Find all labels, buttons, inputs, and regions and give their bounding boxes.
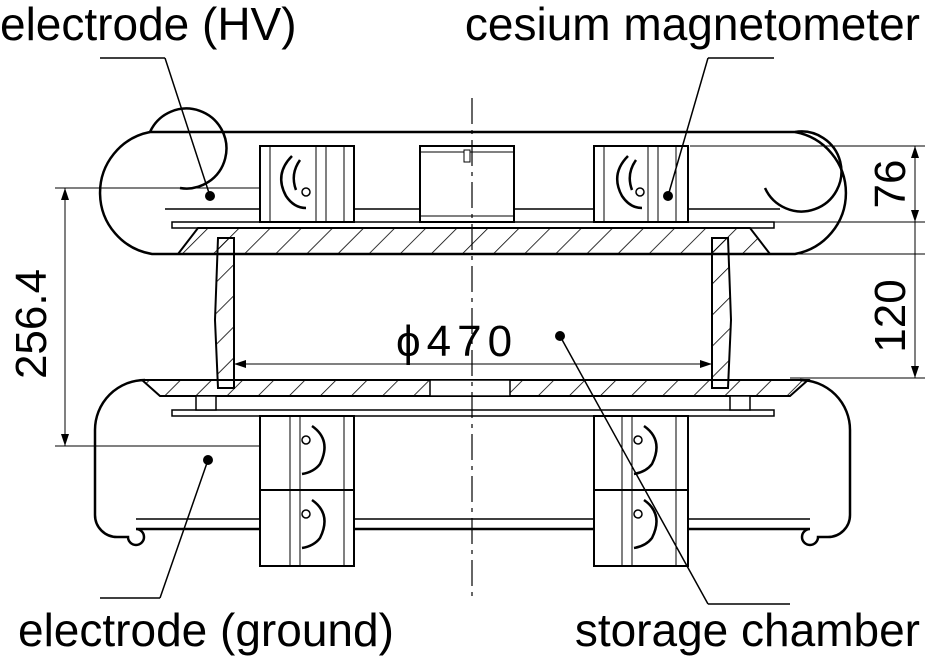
dim-label-256: 256.4 bbox=[7, 269, 56, 379]
storage-chamber bbox=[213, 237, 733, 389]
dimension-256 bbox=[55, 187, 260, 447]
leader-ground bbox=[100, 455, 213, 599]
bottom-left-coils bbox=[259, 415, 355, 567]
bottom-plate bbox=[139, 379, 811, 417]
label-electrode-hv: electrode (HV) bbox=[0, 0, 297, 50]
dimension-76 bbox=[690, 145, 925, 223]
dimension-diameter bbox=[234, 360, 712, 368]
dim-label-120: 120 bbox=[866, 279, 915, 352]
leader-chamber bbox=[555, 331, 790, 605]
dim-label-76: 76 bbox=[866, 160, 915, 209]
label-electrode-ground: electrode (ground) bbox=[18, 604, 394, 656]
dimension-120 bbox=[770, 222, 925, 379]
leader-magnetometer bbox=[663, 57, 774, 201]
bottom-right-coils bbox=[593, 415, 689, 567]
leader-hv bbox=[100, 57, 215, 201]
top-left-magnetometer bbox=[259, 145, 355, 223]
top-plate bbox=[171, 221, 775, 255]
top-right-magnetometer bbox=[593, 145, 689, 223]
top-center-port bbox=[419, 145, 515, 223]
dim-label-diameter: ϕ470 bbox=[396, 317, 518, 366]
label-cesium-magnetometer: cesium magnetometer bbox=[465, 0, 920, 50]
ground-electrode bbox=[93, 378, 852, 547]
label-storage-chamber: storage chamber bbox=[575, 604, 920, 656]
